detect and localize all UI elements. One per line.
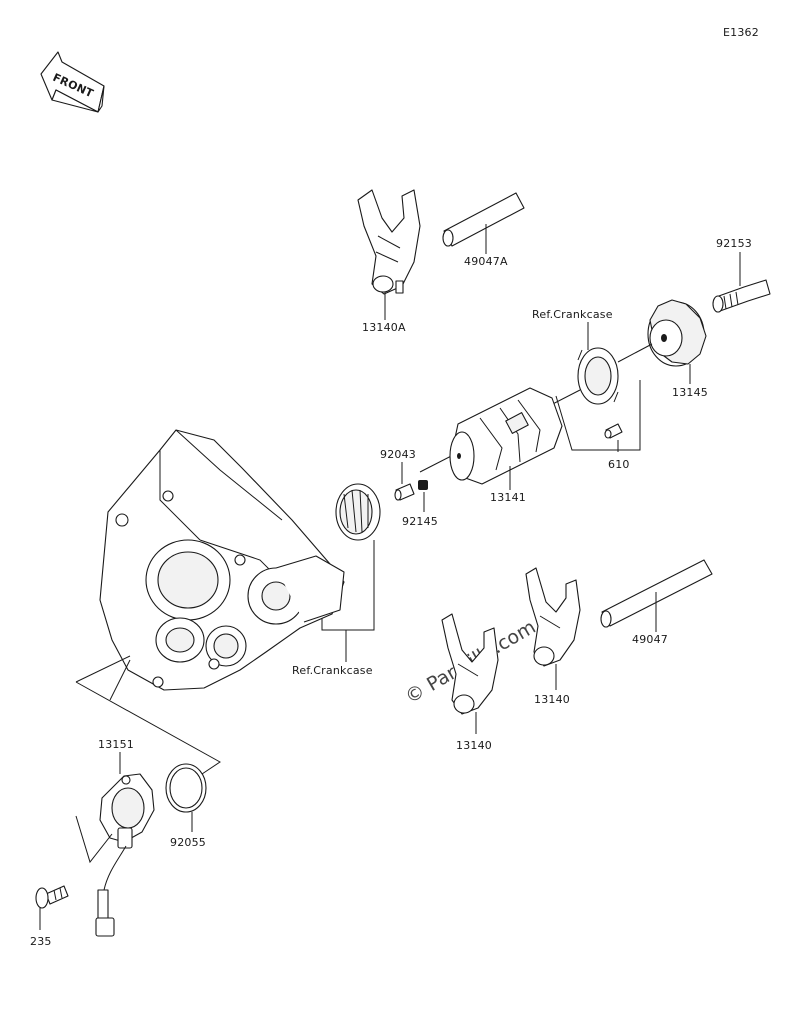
label-ref-crankcase-mid[interactable]: Ref.Crankcase	[292, 664, 373, 677]
bearing-ref-crankcase-top[interactable]	[577, 347, 619, 405]
needle-bearing-ref-crankcase[interactable]	[335, 483, 381, 541]
label-49047[interactable]: 49047	[632, 633, 668, 646]
label-13145[interactable]: 13145	[672, 386, 708, 399]
bolt-92153[interactable]	[712, 279, 771, 313]
shift-drum-cam-13145[interactable]	[647, 299, 707, 367]
label-92153[interactable]: 92153	[716, 237, 752, 250]
shift-fork-13140-left[interactable]	[441, 613, 499, 715]
front-arrow-icon: FRONT	[40, 51, 105, 113]
spring-92145[interactable]	[418, 480, 428, 490]
label-13140-left[interactable]: 13140	[456, 739, 492, 752]
pin-610[interactable]	[604, 423, 623, 439]
leader-crankcase-sensor	[75, 655, 221, 779]
leader-13151-bracket	[75, 815, 113, 864]
axis-line-upper	[617, 343, 653, 363]
label-ref-crankcase-top[interactable]: Ref.Crankcase	[532, 308, 613, 321]
screw-235[interactable]	[35, 885, 69, 909]
bracket-610	[555, 380, 641, 451]
label-13141[interactable]: 13141	[490, 491, 526, 504]
shift-drum-13141[interactable]	[449, 387, 563, 485]
label-92055[interactable]: 92055	[170, 836, 206, 849]
shift-rod-49047A[interactable]	[442, 192, 525, 247]
pin-92043[interactable]	[394, 483, 415, 501]
label-92043[interactable]: 92043	[380, 448, 416, 461]
shift-fork-13140-right[interactable]	[525, 567, 581, 667]
shift-fork-13140A[interactable]	[357, 189, 421, 295]
label-13140A[interactable]: 13140A	[362, 321, 406, 334]
neutral-switch-13151[interactable]	[95, 773, 155, 937]
label-13151[interactable]: 13151	[98, 738, 134, 751]
label-49047A[interactable]: 49047A	[464, 255, 508, 268]
label-235[interactable]: 235	[30, 935, 52, 948]
label-13140-right[interactable]: 13140	[534, 693, 570, 706]
o-ring-92055[interactable]	[165, 763, 207, 813]
shift-rod-49047[interactable]	[600, 559, 713, 628]
label-92145[interactable]: 92145	[402, 515, 438, 528]
crankcase-housing	[99, 429, 345, 701]
label-610[interactable]: 610	[608, 458, 630, 471]
diagram-id: E1362	[723, 26, 759, 39]
